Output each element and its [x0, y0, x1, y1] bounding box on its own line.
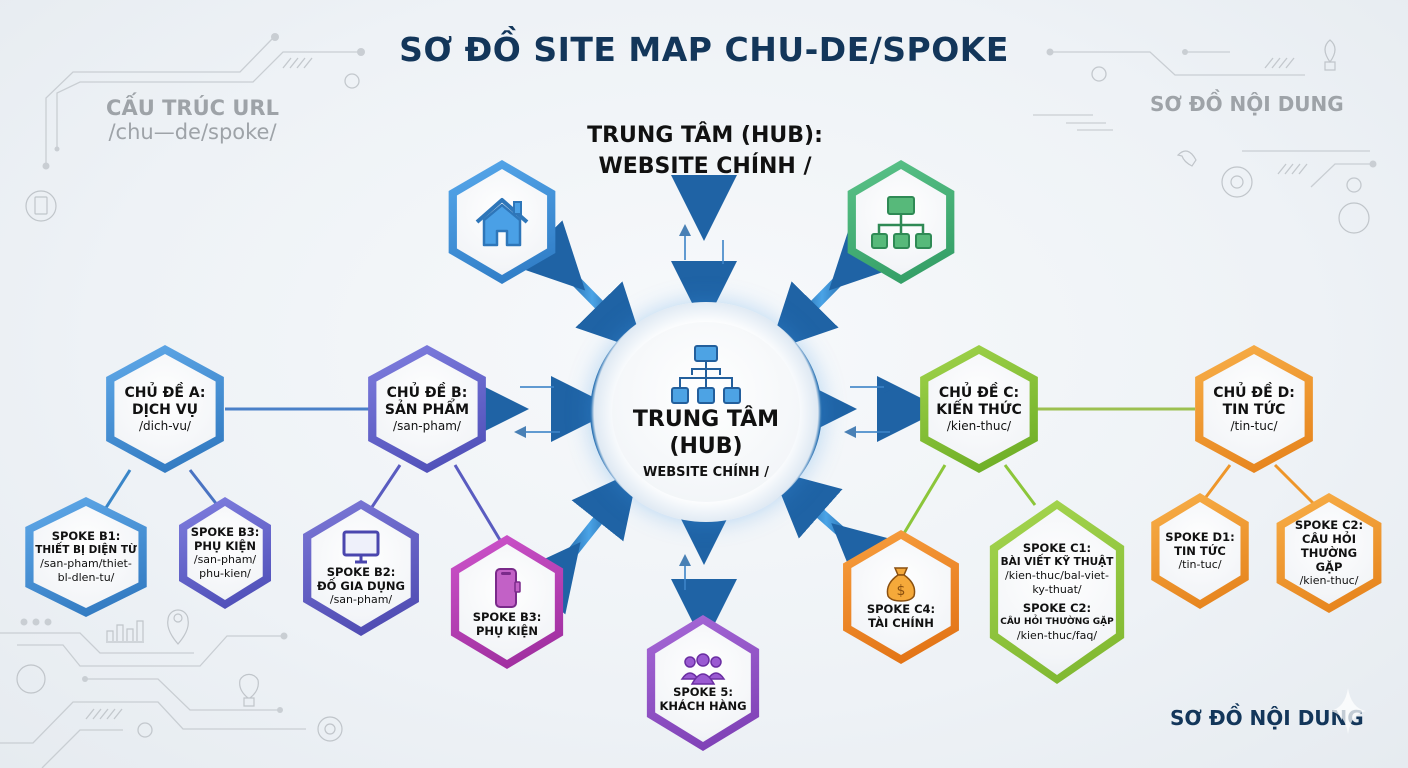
phone-icon	[1176, 150, 1197, 167]
spoke-c2-name: CÂU HỎI THƯỜNG GẶP	[1000, 617, 1114, 627]
spoke-b3b-title: SPOKE B3:	[472, 610, 542, 624]
spoke-b2-url: /san-pham/	[329, 593, 393, 606]
spoke-d1-title: SPOKE D1:	[1165, 530, 1235, 544]
monitor-icon	[342, 530, 380, 564]
spoke-b3-accessories-url-node[interactable]: SPOKE B3: PHỤ KIỆN /san-pham/ phu-kien/	[179, 497, 271, 609]
content-map-caption: SƠ ĐỒ NỘI DUNG	[1150, 92, 1344, 116]
spoke-c1-c2-node[interactable]: SPOKE C1: BÀI VIẾT KỸ THUẬT /kien-thuc/b…	[989, 500, 1125, 684]
hub-heading-line2: WEBSITE CHÍNH /	[598, 154, 812, 179]
topic-c-name: KIẾN THỨC	[936, 401, 1022, 418]
hub-heading: TRUNG TÂM (HUB): WEBSITE CHÍNH /	[540, 120, 870, 182]
topic-d-title: CHỦ ĐỀ D:	[1213, 384, 1295, 401]
gear-icon	[1221, 166, 1253, 198]
spoke-5-name: KHÁCH HÀNG	[659, 699, 747, 713]
spoke-b2-node[interactable]: SPOKE B2: ĐỐ GIA DỤNG /san-pham/	[303, 500, 419, 636]
home-icon	[475, 198, 529, 247]
spoke-5-node[interactable]: SPOKE 5: KHÁCH HÀNG	[646, 615, 760, 751]
sitemap-icon	[871, 196, 932, 249]
svg-text:$: $	[897, 583, 906, 599]
topic-b-node[interactable]: CHỦ ĐỀ B: SẢN PHẨM /san-pham/	[368, 345, 486, 473]
network-icon	[1338, 202, 1370, 234]
money-bag-icon: $	[886, 567, 916, 602]
topic-c-url: /kien-thuc/	[946, 418, 1012, 433]
spoke-c1-name: BÀI VIẾT KỸ THUẬT	[1000, 556, 1114, 568]
url-structure-caption: CẤU TRÚC URL /chu—de/spoke/	[100, 96, 285, 144]
hub-node[interactable]: TRUNG TÂM (HUB) WEBSITE CHÍNH /	[612, 322, 800, 502]
topic-a-url: /dich-vu/	[139, 418, 191, 433]
sparkle-icon	[1330, 688, 1366, 734]
spoke-b3-name: PHỤ KIỆN	[193, 539, 257, 553]
spoke-5-title: SPOKE 5:	[673, 685, 733, 699]
spoke-d1-name: TIN TỨC	[1174, 544, 1226, 558]
hub-arrows	[463, 175, 943, 645]
sitemap-node[interactable]	[847, 160, 955, 284]
spoke-b1-title: SPOKE B1:	[51, 529, 121, 543]
lightbulb-icon	[239, 673, 259, 707]
topic-a-name: DỊCH VỤ	[132, 401, 198, 418]
topic-c-title: CHỦ ĐỀ C:	[938, 384, 1020, 401]
spoke-c1-title: SPOKE C1:	[1022, 541, 1092, 555]
spoke-b3-url: /san-pham/ phu-kien/	[193, 553, 257, 580]
topic-b-url: /san-pham/	[393, 418, 461, 433]
spoke-b1-name: THIẾT BỊ DIỆN TỪ	[35, 544, 137, 556]
lightbulb-icon	[1324, 39, 1336, 71]
sitemap-icon	[671, 345, 741, 404]
hub-subtitle: WEBSITE CHÍNH /	[643, 465, 769, 480]
gear-icon	[317, 716, 343, 742]
spoke-c4-name: TÀI CHÍNH	[868, 616, 934, 630]
spoke-d-c2-title: SPOKE C2:	[1294, 518, 1364, 532]
spoke-c2-title: SPOKE C2:	[1022, 601, 1092, 615]
pie-chart-icon	[16, 664, 46, 694]
hub-title-line1: TRUNG TÂM	[632, 407, 780, 432]
url-structure-pattern: /chu—de/spoke/	[108, 120, 277, 144]
hub-heading-line1: TRUNG TÂM (HUB):	[587, 123, 823, 148]
spoke-b3-title: SPOKE B3:	[190, 525, 260, 539]
topic-d-name: TIN TỨC	[1222, 401, 1286, 418]
topic-b-title: CHỦ ĐỀ B:	[386, 384, 468, 401]
url-structure-label: CẤU TRÚC URL	[106, 96, 279, 120]
bar-chart-icon	[106, 620, 144, 643]
topic-a-title: CHỦ ĐỀ A:	[124, 384, 206, 401]
footer-caption: SƠ ĐỒ NỘI DUNG	[1170, 706, 1364, 730]
topic-d-url: /tin-tuc/	[1230, 418, 1278, 433]
smartphone-icon	[495, 568, 521, 608]
spoke-c4-title: SPOKE C4:	[866, 602, 936, 616]
spoke-d-c2-url: /kien-thuc/	[1299, 574, 1359, 587]
spoke-b2-name: ĐỐ GIA DỤNG	[317, 579, 405, 593]
spoke-c2-url: /kien-thuc/faq/	[1016, 629, 1098, 642]
spoke-b3b-name: PHỤ KIỆN	[475, 624, 539, 638]
spoke-b1-url: /san-pham/thiet-bl-dlen-tu/	[40, 557, 132, 584]
checklist-icon	[25, 190, 57, 222]
spoke-b1-node[interactable]: SPOKE B1: THIẾT BỊ DIỆN TỪ /san-pham/thi…	[25, 497, 147, 617]
decor-icons	[16, 39, 1370, 742]
hub-title-line2: (HUB)	[669, 434, 743, 459]
topic-b-name: SẢN PHẨM	[384, 401, 470, 418]
spoke-c1-url: /kien-thuc/bal-viet-ky-thuat/	[1005, 569, 1109, 596]
spoke-d-c2-node[interactable]: SPOKE C2: CÂU HỎI THƯỜNG GẶP /kien-thuc/	[1276, 493, 1382, 613]
page-title: SƠ ĐỒ SITE MAP CHU-DE/SPOKE	[399, 30, 1009, 69]
topic-a-node[interactable]: CHỦ ĐỀ A: DỊCH VỤ /dich-vu/	[106, 345, 224, 473]
topic-d-node[interactable]: CHỦ ĐỀ D: TIN TỨC /tin-tuc/	[1195, 345, 1313, 473]
spoke-d1-url: /tin-tuc/	[1178, 558, 1222, 571]
users-icon	[680, 653, 726, 685]
spoke-b2-title: SPOKE B2:	[326, 565, 396, 579]
location-pin-icon	[167, 609, 189, 645]
spoke-d-c2-name: CÂU HỎI THƯỜNG GẶP	[1300, 532, 1358, 574]
